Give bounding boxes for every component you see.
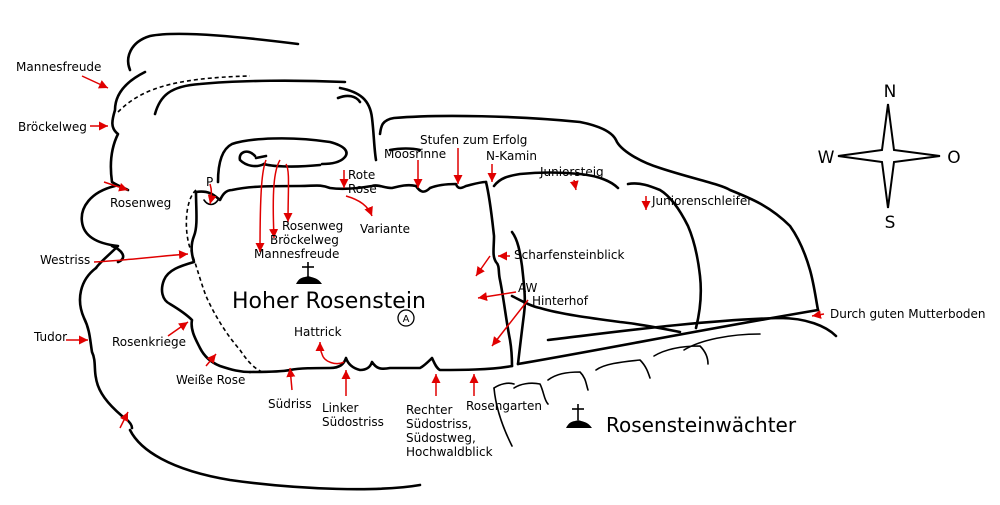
label-rosengarten: Rosengarten [466, 399, 542, 413]
summit-cross-waechter-icon [566, 404, 592, 428]
label-weisse-rose: Weiße Rose [176, 373, 245, 387]
label-suedriss: Südriss [268, 397, 312, 411]
label-rosenweg-top: Rosenweg [282, 219, 343, 233]
main-title: Hoher Rosenstein [232, 289, 426, 314]
label-westriss: Westriss [40, 253, 90, 267]
compass-north: N [884, 82, 897, 102]
label-broeckelweg: Bröckelweg [18, 120, 87, 134]
label-rosenkriege: Rosenkriege [112, 335, 186, 349]
label-stufen: Stufen zum Erfolg [420, 133, 527, 147]
compass-south: S [885, 213, 896, 233]
secondary-title: Rosensteinwächter [606, 413, 797, 437]
label-rote-rose-2: Rose [348, 182, 377, 196]
rock-outlines [78, 32, 838, 491]
marker-circle: A [397, 309, 415, 327]
label-hinterhof: Hinterhof [532, 294, 589, 308]
compass-east: O [947, 148, 960, 168]
label-durch-guten-mutterboden: Durch guten Mutterboden [830, 307, 986, 321]
label-juniorsteig: Juniorsteig [539, 165, 604, 179]
labels: Mannesfreude Bröckelweg Rosenweg Westris… [16, 60, 986, 459]
label-broeckelweg-top: Bröckelweg [270, 233, 339, 247]
label-p: P [206, 175, 213, 189]
label-mannesfreude: Mannesfreude [16, 60, 101, 74]
label-tudor: Tudor [33, 330, 67, 344]
label-rosenweg-west: Rosenweg [110, 196, 171, 210]
compass-rose-icon: N S W O [818, 82, 961, 233]
compass-west: W [818, 148, 835, 168]
label-rechter-3: Südostweg, [406, 431, 476, 445]
marker-letter: A [403, 314, 410, 325]
label-rote-rose-1: Rote [348, 168, 375, 182]
route-arrows [66, 75, 825, 429]
label-aw: AW [518, 281, 538, 295]
label-scharfensteinblick: Scharfensteinblick [514, 248, 624, 262]
label-variante: Variante [360, 222, 410, 236]
label-juniorenschleifer: Juniorenschleifer [651, 194, 752, 208]
label-rechter-2: Südostriss, [406, 417, 472, 431]
summit-cross-main-icon [296, 262, 322, 284]
label-linker-2: Südostriss [322, 415, 384, 429]
label-moosrinne: Moosrinne [384, 147, 446, 161]
label-n-kamin: N-Kamin [486, 149, 537, 163]
label-linker-1: Linker [322, 401, 359, 415]
label-rechter-1: Rechter [406, 403, 452, 417]
label-mannesfreude-top: Mannesfreude [254, 247, 339, 261]
label-hattrick: Hattrick [294, 325, 342, 339]
label-rechter-4: Hochwaldblick [406, 445, 493, 459]
